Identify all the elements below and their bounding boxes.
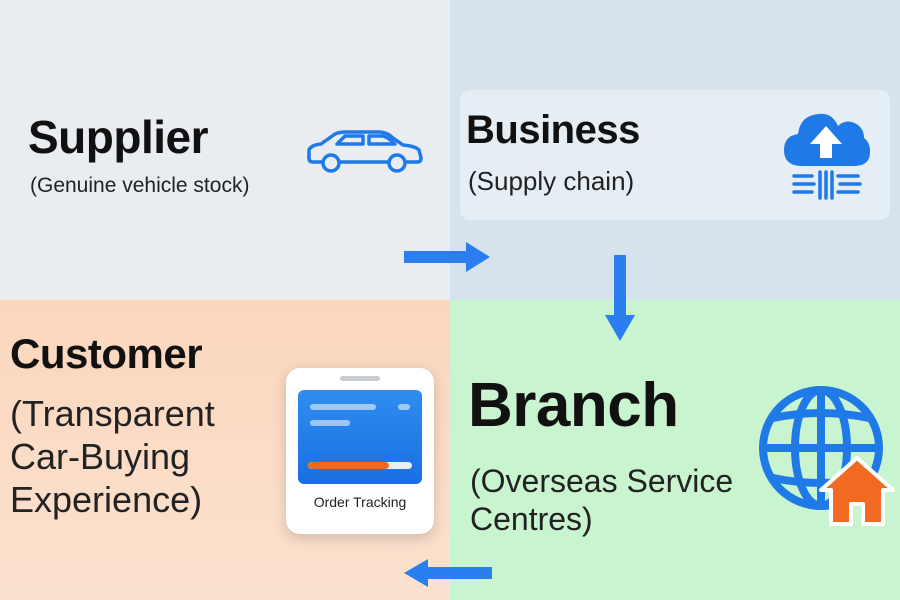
cloud-upload-icon (784, 113, 870, 200)
card-line (310, 420, 350, 426)
customer-subtitle: (Transparent Car-Buying Experience) (10, 393, 215, 521)
order-progress-bar (308, 462, 412, 469)
branch-title: Branch (468, 371, 679, 440)
card-line (310, 404, 376, 410)
phone-order-tracking-icon: Order Tracking (286, 368, 434, 534)
business-title: Business (466, 108, 640, 152)
globe-home-icon (759, 386, 895, 526)
order-progress-fill (308, 462, 390, 469)
supplier-panel (0, 0, 450, 300)
supplier-subtitle: (Genuine vehicle stock) (30, 174, 250, 197)
car-icon (307, 130, 423, 173)
order-tracking-label: Order Tracking (313, 494, 407, 510)
customer-title: Customer (10, 330, 203, 377)
arrow-supplier-to-business (404, 242, 490, 272)
arrow-business-to-branch (605, 255, 635, 341)
supplier-title: Supplier (28, 111, 209, 163)
card-line (398, 404, 410, 410)
branch-subtitle: (Overseas Service Centres) (470, 463, 734, 538)
order-card (298, 390, 422, 484)
phone-notch (340, 376, 380, 381)
arrow-branch-to-customer (404, 559, 492, 587)
business-subtitle: (Supply chain) (468, 166, 635, 196)
